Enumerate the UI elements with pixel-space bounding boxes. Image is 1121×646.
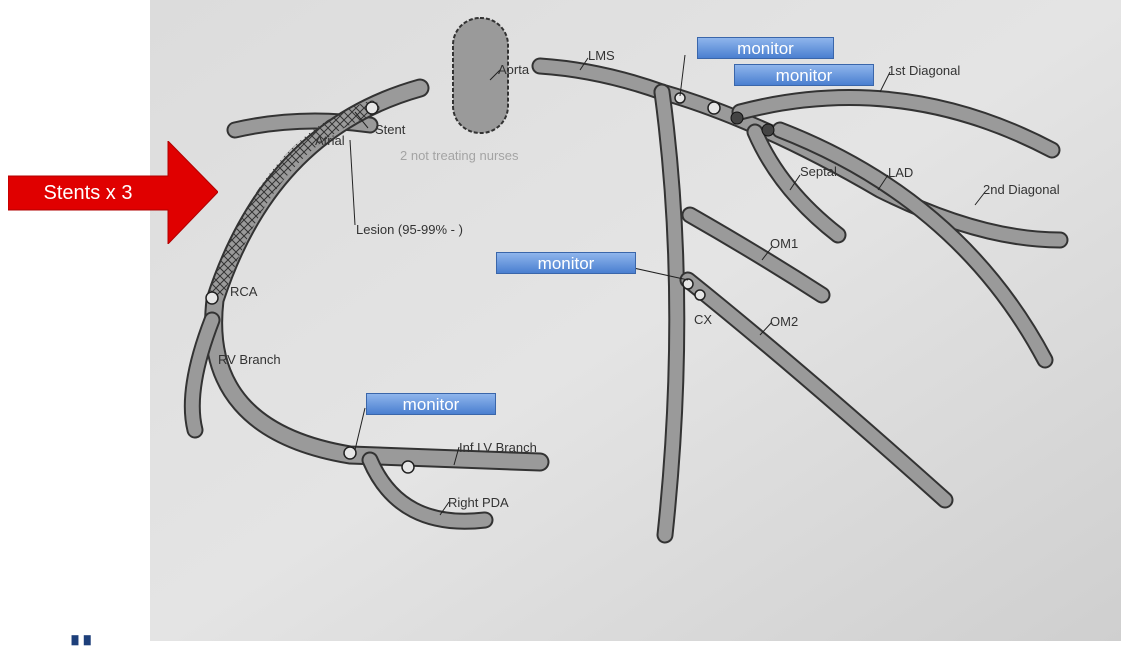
label-first-diagonal: 1st Diagonal [888,63,960,78]
stent-marker [762,124,774,136]
label-om2: OM2 [770,314,798,329]
label-inf-lv-branch: Inf LV Branch [459,440,537,455]
monitor-callout-lms: monitor [697,37,834,59]
label-aorta: Aorta [498,62,530,77]
faint-text: 2 not treating nurses [400,148,519,163]
paper-background [150,0,1121,641]
label-septal: Septal [800,164,837,179]
label-second-diagonal: 2nd Diagonal [983,182,1060,197]
stent-marker [708,102,720,114]
stent-marker [402,461,414,473]
label-lesion: Lesion (95-99% - ) [356,222,463,237]
monitor-callout-diagonal: monitor [734,64,874,86]
label-cx: CX [694,312,712,327]
stent-marker [731,112,743,124]
label-rca: RCA [230,284,258,299]
label-lms: LMS [588,48,615,63]
stent-marker [344,447,356,459]
stent-marker [683,279,693,289]
monitor-callout-cx: monitor [496,252,636,274]
stent-marker [206,292,218,304]
label-stent: Stent [375,122,406,137]
stent-marker [695,290,705,300]
stent-marker [366,102,378,114]
label-lad: LAD [888,165,913,180]
label-om1: OM1 [770,236,798,251]
logo-fragment: ▖▖ [72,626,97,646]
label-rv-branch: RV Branch [218,352,281,367]
label-right-pda: Right PDA [448,495,509,510]
label-atrial: Atrial [315,133,345,148]
stents-label: Stents x 3 [8,176,168,210]
monitor-callout-rca: monitor [366,393,496,415]
